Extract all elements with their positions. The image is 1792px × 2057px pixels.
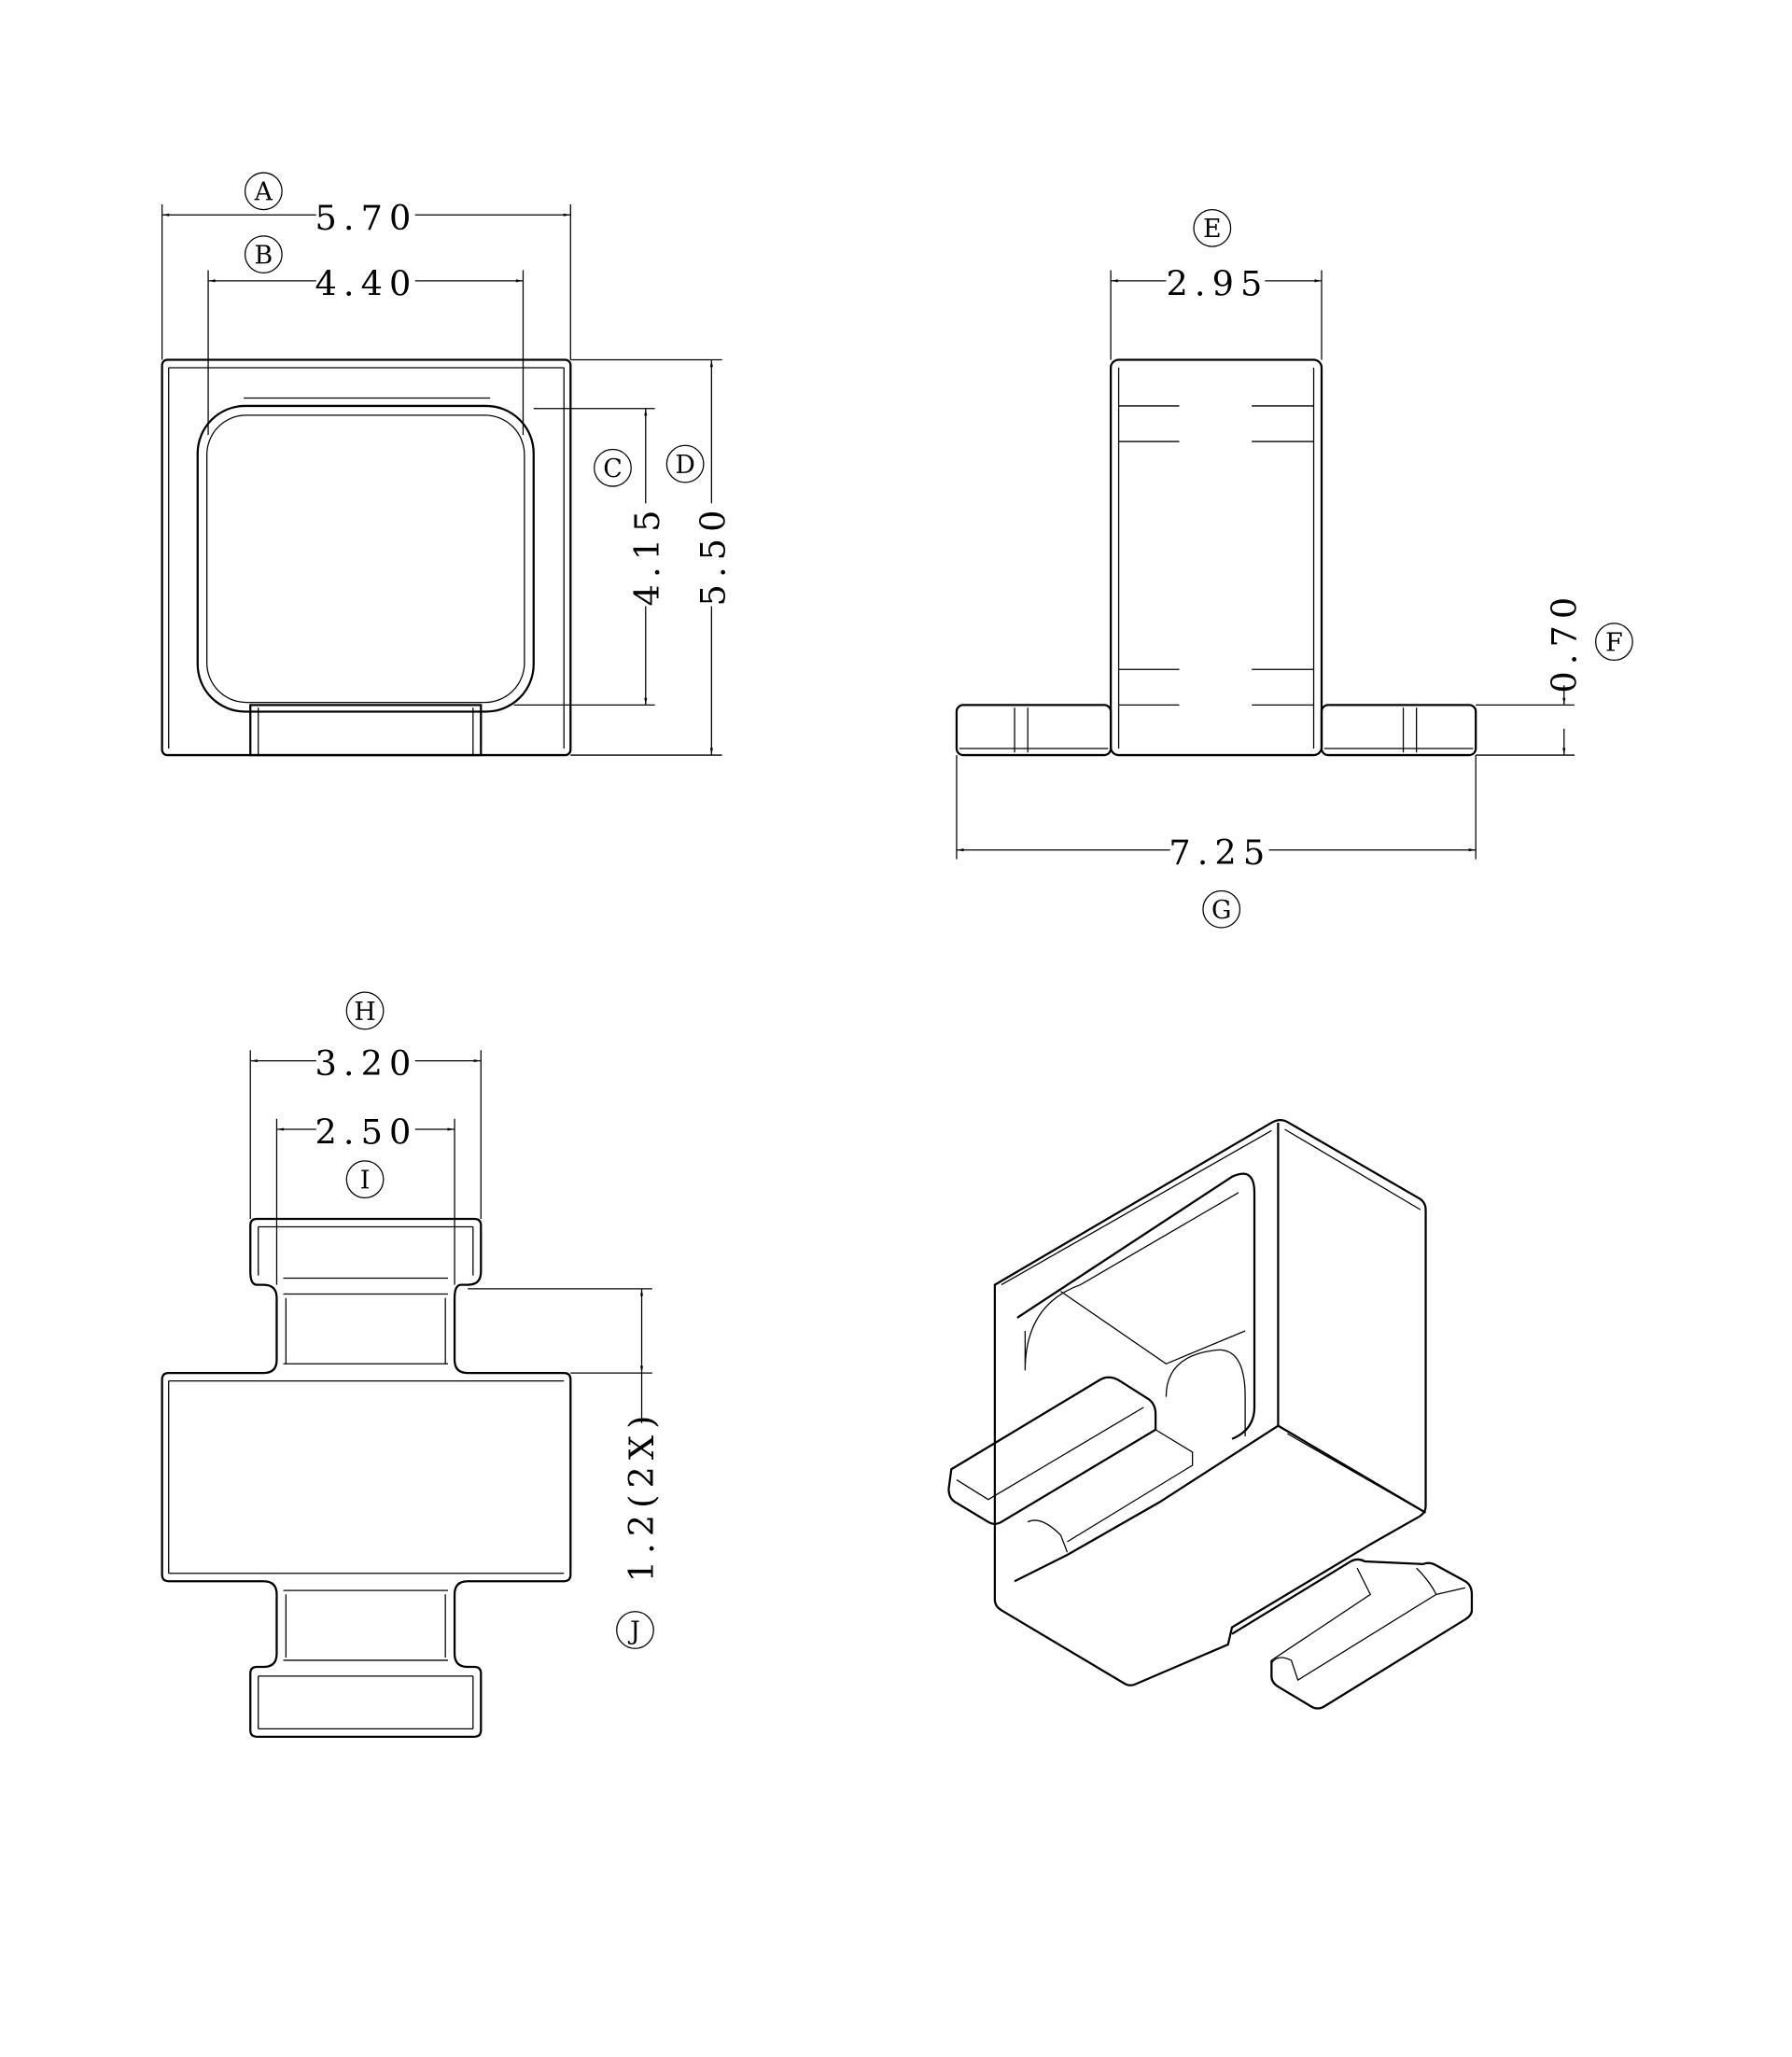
dim-value-f: 0.70 (1544, 591, 1584, 693)
side-view: 2.95 E 0.70 F 7.25 G (955, 208, 1633, 929)
isometric-view (947, 1118, 1474, 1710)
dim-value-b: 4.40 (315, 263, 418, 303)
callout-label-d: D (675, 451, 695, 480)
dim-value-h: 3.20 (315, 1043, 418, 1084)
callout-circle-j (616, 1611, 654, 1649)
iso-edge (1416, 1567, 1466, 1596)
dim-value-j: 1.2(2X) (622, 1409, 662, 1583)
callout-label-h: H (354, 998, 375, 1027)
iso-edge (1277, 1424, 1427, 1514)
callout-label-c: C (603, 455, 623, 483)
callout-label-f: F (1605, 629, 1623, 658)
side-left-lug (955, 704, 1113, 757)
callout-label-g: G (1211, 896, 1231, 925)
callout-label-e: E (1203, 215, 1222, 244)
dim-value-a: 5.70 (315, 198, 418, 238)
callout-circle-b (244, 235, 283, 273)
iso-right-lug (1231, 1558, 1474, 1710)
bottom-view: 3.20 H 2.50 I 1.2(2X) J (161, 991, 662, 1738)
front-outer-outline (161, 358, 572, 757)
iso-window-fillet (1165, 1349, 1246, 1436)
iso-edge (1271, 1567, 1372, 1661)
iso-edge (1014, 1424, 1280, 1583)
iso-window-inner (1024, 1192, 1239, 1371)
iso-edge (1270, 1593, 1437, 1682)
hidden-lines (1118, 405, 1314, 707)
callout-circle-h (345, 991, 385, 1030)
dim-value-g: 7.25 (1169, 833, 1271, 873)
front-view: 5.70 A 4.40 B 4.15 C 5.50 D (161, 172, 733, 757)
iso-edge (1027, 1519, 1069, 1553)
bottom-outline (161, 1217, 572, 1738)
callout-circle-f (1595, 623, 1633, 662)
callout-circle-g (1202, 889, 1241, 929)
callout-circle-d (665, 444, 705, 483)
front-bottom-tab (249, 704, 483, 757)
callout-label-b: B (254, 241, 273, 270)
iso-left-lug (947, 1376, 1157, 1525)
callout-label-j: J (627, 1616, 640, 1645)
iso-edge (1284, 1128, 1421, 1210)
callout-circle-a (244, 172, 283, 211)
callout-label-i: I (360, 1167, 371, 1196)
front-window-inner (206, 414, 525, 704)
callout-circle-i (345, 1160, 385, 1199)
iso-edge (1067, 1429, 1194, 1543)
side-body-outline (1109, 358, 1323, 757)
iso-edge (956, 1406, 1144, 1501)
iso-window-outline (1016, 1172, 1256, 1440)
iso-body-outline (993, 1118, 1427, 1686)
callout-label-a: A (254, 178, 273, 207)
dim-value-e: 2.95 (1167, 263, 1269, 303)
callout-circle-e (1193, 208, 1232, 247)
dim-value-c: 4.15 (627, 504, 667, 607)
side-right-lug (1320, 704, 1477, 757)
iso-edge (1001, 1129, 1272, 1286)
callout-circle-c (594, 448, 632, 487)
front-window-outline (196, 404, 535, 713)
dim-value-i: 2.50 (315, 1112, 418, 1153)
dim-value-d: 5.50 (693, 504, 733, 607)
iso-window-inner (1060, 1291, 1246, 1365)
iso-edge (1286, 1433, 1421, 1511)
